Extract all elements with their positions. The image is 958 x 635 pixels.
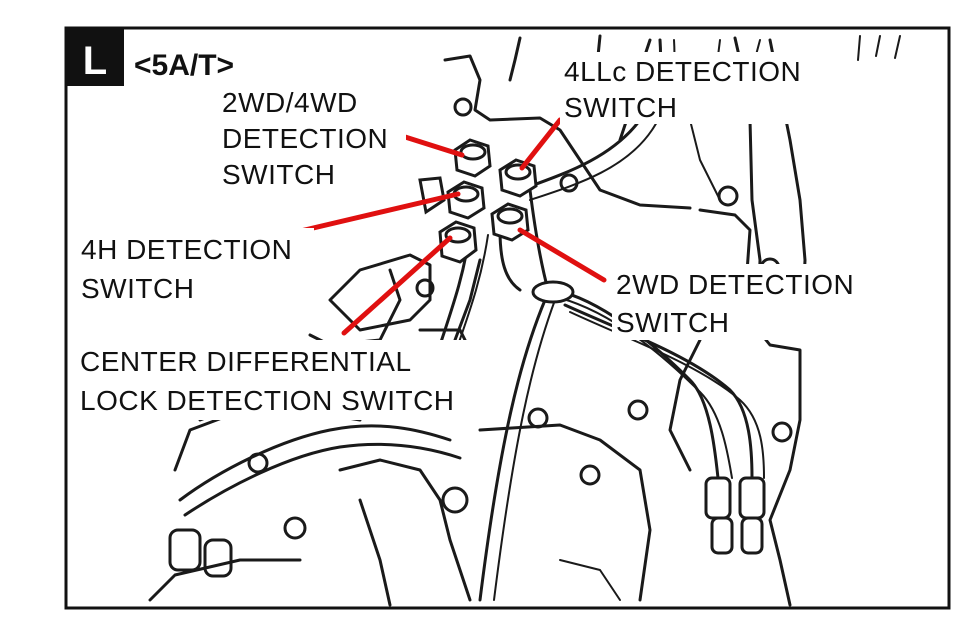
- label-2wd4wd-line2: DETECTION: [222, 123, 388, 154]
- label-2wd4wd-line3: SWITCH: [222, 159, 335, 190]
- leader-4llc: [519, 117, 563, 171]
- label-4llc-line1: 4LLc DETECTION: [564, 56, 801, 87]
- label-center-diff-line1: CENTER DIFFERENTIAL: [80, 346, 412, 377]
- switch-cluster: [418, 138, 538, 264]
- section-letter: L: [83, 39, 107, 83]
- label-2wd-line1: 2WD DETECTION: [616, 269, 854, 300]
- label-2wd4wd-line1: 2WD/4WD: [222, 87, 358, 118]
- label-4h-line2: SWITCH: [81, 273, 194, 304]
- label-center-diff-line2: LOCK DETECTION SWITCH: [80, 385, 455, 416]
- section-badge: [66, 28, 124, 86]
- label-2wd-line2: SWITCH: [616, 307, 729, 338]
- leader-2wd: [517, 227, 607, 283]
- label-4llc-line2: SWITCH: [564, 92, 677, 123]
- label-4h-line1: 4H DETECTION: [81, 234, 292, 265]
- leader-center-diff: [341, 235, 453, 336]
- variant-label: <5A/T>: [134, 49, 234, 82]
- leader-2wd4wd: [399, 133, 465, 158]
